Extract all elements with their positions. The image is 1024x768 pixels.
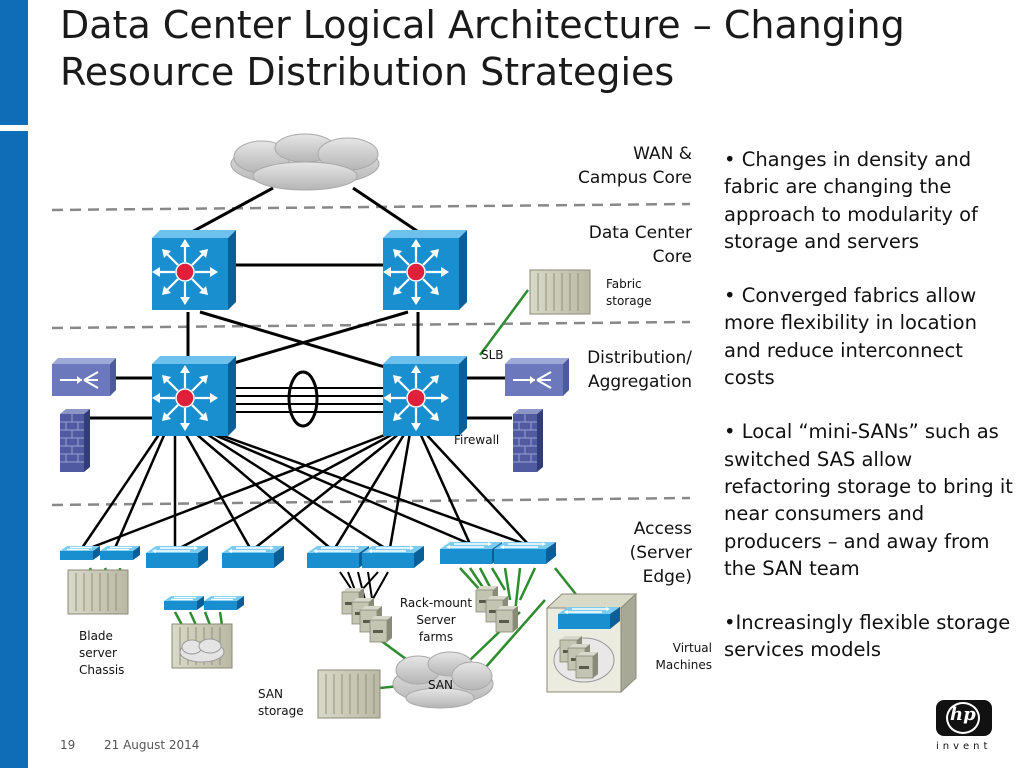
label-fabric-storage: Fabric storage [606, 276, 652, 310]
label-rackmount-line-2: Server [416, 613, 456, 627]
access-switch-6-icon [439, 541, 503, 565]
label-san: SAN [428, 678, 454, 692]
tier-label-dc-core: Data Center Core [560, 221, 692, 269]
distribution-interconnect [228, 370, 384, 428]
hp-logo-circle [946, 702, 980, 734]
label-blade-line-1: Blade [79, 629, 113, 643]
tier-dividers [51, 202, 691, 507]
slide-title-line-2: Resource Distribution Strategies [60, 50, 675, 94]
san-cloud-icon [392, 651, 494, 709]
access-switch-3-icon [221, 545, 285, 569]
access-switch-2-icon [145, 545, 209, 569]
tier-distribution-line-2: Aggregation [587, 372, 692, 392]
page-number: 19 [60, 738, 76, 752]
bullet-4: •Increasingly flexible storage services … [724, 611, 1011, 662]
label-rackmount: Rack-mount Server farms [396, 595, 476, 646]
wan-cloud-icon [230, 133, 380, 191]
tier-label-access: Access (Server Edge) [560, 517, 692, 589]
fabric-storage-icon [529, 269, 591, 315]
bullet-2: • Converged fabrics allow more flexibili… [724, 284, 977, 390]
label-san-storage: SAN storage [258, 686, 304, 720]
san-storage-icon [317, 669, 381, 719]
tier-access-line-1: Access [633, 519, 692, 539]
bullet-3: • Local “mini-SANs” such as switched SAS… [724, 420, 1013, 580]
label-blade-line-3: Chassis [79, 663, 125, 677]
access-switch-4-icon [306, 545, 370, 569]
access-switch-blade-2-icon [99, 545, 141, 561]
hp-logo-tagline: invent [936, 741, 992, 752]
slide-title-line-1: Data Center Logical Architecture – Chang… [60, 3, 905, 47]
slb-left-icon [51, 357, 117, 397]
access-switch-5-icon [361, 545, 425, 569]
slide-title: Data Center Logical Architecture – Chang… [60, 2, 1000, 96]
label-san-storage-line-2: storage [258, 704, 304, 718]
blade-chassis-icon [67, 569, 129, 615]
label-virtual-line-1: Virtual [672, 641, 712, 655]
label-rackmount-line-3: farms [418, 630, 454, 644]
tier-distribution-line-1: Distribution/ [587, 348, 692, 368]
label-san-storage-line-1: SAN [258, 687, 284, 701]
label-fabric-storage-line-1: Fabric [606, 277, 642, 291]
distribution-switch-right-icon [383, 356, 467, 436]
divider-core-distribution [51, 320, 691, 330]
distribution-switch-left-icon [152, 356, 236, 436]
network-links [90, 186, 512, 420]
hp-logo: hp [936, 700, 992, 736]
tier-dc-core-line-2: Core [652, 247, 692, 267]
label-virtual-machines: Virtual Machines [640, 640, 712, 674]
rack-server-4-icon [369, 615, 393, 643]
tier-access-line-3: Edge) [642, 567, 692, 587]
firewall-right-icon [512, 408, 544, 473]
core-switch-right-icon [383, 230, 467, 310]
divider-distribution-access [51, 496, 691, 507]
label-rackmount-line-1: Rack-mount [399, 596, 473, 610]
bullet-list: • Changes in density and fabric are chan… [724, 146, 1014, 691]
bullet-1: • Changes in density and fabric are chan… [724, 148, 978, 253]
mini-switch-1-icon [163, 595, 205, 611]
tier-label-wan: WAN & Campus Core [560, 142, 692, 190]
label-fabric-storage-line-2: storage [606, 294, 652, 308]
mini-san-storage-icon [171, 623, 233, 669]
label-blade-line-2: server [79, 646, 117, 660]
etherchannel-ring [287, 370, 319, 428]
firewall-left-icon [59, 408, 91, 473]
tier-wan-line-1: WAN & [633, 144, 692, 164]
tier-label-distribution: Distribution/ Aggregation [560, 346, 692, 394]
tier-access-line-2: (Server [629, 543, 692, 563]
label-firewall: Firewall [454, 433, 500, 447]
label-slb: SLB [481, 348, 504, 362]
core-switch-left-icon [152, 230, 236, 310]
label-blade-chassis: Blade server Chassis [79, 628, 124, 679]
access-switch-7-icon [493, 541, 557, 565]
side-accent-bar-top [0, 0, 28, 125]
access-uplinks [80, 431, 529, 550]
mini-switch-2-icon [203, 595, 245, 611]
access-switch-blade-1-icon [59, 545, 101, 561]
virtual-machines-icon [545, 592, 638, 694]
rack-server-7-icon [495, 605, 519, 633]
hp-logo-mark: hp [950, 704, 976, 725]
side-accent-bar-bottom [0, 131, 28, 768]
slide-date: 21 August 2014 [104, 738, 200, 752]
label-virtual-line-2: Machines [655, 658, 712, 672]
tier-dc-core-line-1: Data Center [588, 223, 692, 243]
divider-wan-core [51, 202, 691, 212]
tier-wan-line-2: Campus Core [577, 168, 692, 188]
